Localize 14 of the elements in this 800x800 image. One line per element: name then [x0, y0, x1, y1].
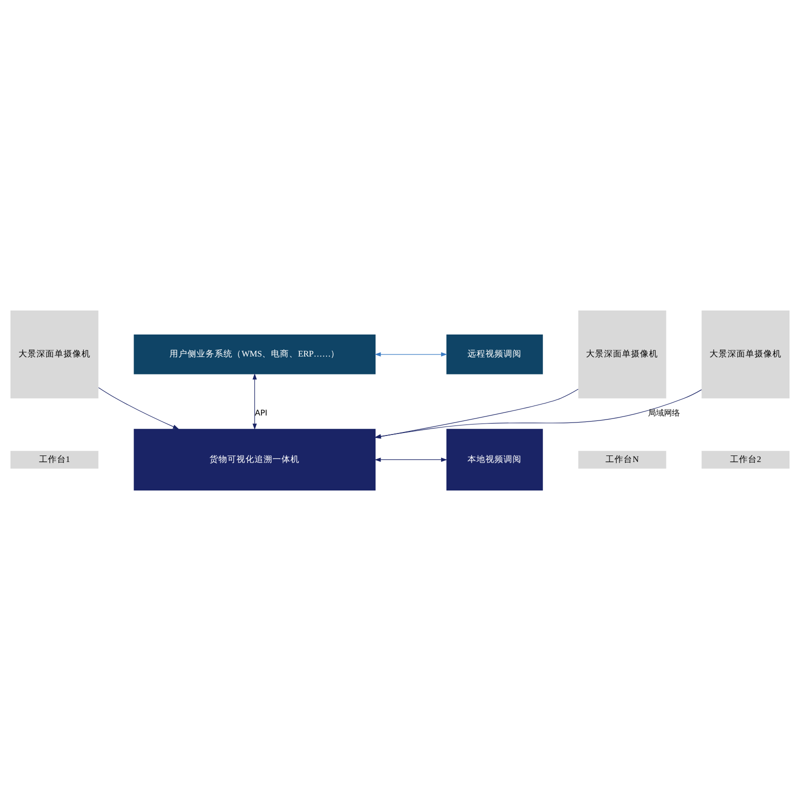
node-box: 远程视频调阅 — [446, 334, 543, 374]
node-box: 货物可视化追溯一体机 — [134, 428, 376, 490]
node-box: 工作台N — [578, 450, 666, 468]
node-box: 大景深面单摄像机 — [578, 310, 666, 398]
node-box: 大景深面单摄像机 — [702, 310, 790, 398]
node-box: 工作台2 — [702, 450, 790, 468]
arrow — [252, 372, 257, 430]
node-box: 工作台1 — [10, 450, 98, 468]
arrow — [374, 457, 448, 462]
arrow — [98, 386, 180, 429]
arrow — [374, 352, 448, 356]
node-box: 大景深面单摄像机 — [10, 310, 98, 398]
node-box: 本地视频调阅 — [446, 428, 543, 490]
node-box: 用户侧业务系统（WMS、电商、ERP……） — [134, 334, 376, 374]
